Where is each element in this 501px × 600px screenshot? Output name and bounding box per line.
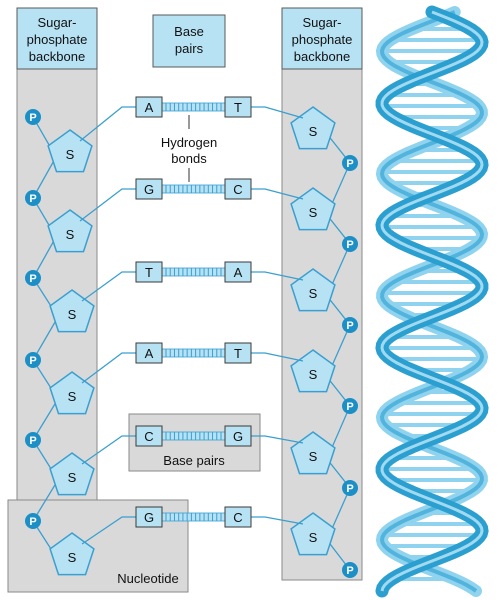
- base-letter-left: T: [145, 265, 153, 280]
- left-backbone-label-line-1: Sugar-: [37, 15, 76, 30]
- right-sugar-base-connector: [251, 106, 304, 119]
- phosphate-circle-left: [25, 432, 41, 448]
- base-letter-left: C: [144, 429, 153, 444]
- hydrogen-bond-bar: [161, 512, 226, 522]
- phosphate-circle-right: [342, 562, 358, 578]
- base-box-right: [224, 506, 252, 528]
- base-box-right: [224, 178, 252, 200]
- phosphate-circle-left: [25, 109, 41, 125]
- left-sugar-base-connector: [81, 352, 136, 384]
- base-box-right: [224, 96, 252, 118]
- phosphate-circle-right: [342, 398, 358, 414]
- base-pairs-layer: A T G C T A A T C G G C: [79, 96, 304, 545]
- base-box-left: [135, 506, 163, 528]
- base-box-right: [224, 425, 252, 447]
- right-sugar-base-connector: [251, 516, 304, 525]
- phosphate-label-right: P: [346, 401, 353, 413]
- base-letter-left: G: [144, 182, 154, 197]
- sugar-label-left: S: [66, 227, 75, 242]
- base-letter-right: T: [234, 100, 242, 115]
- phosphate-label-left: P: [29, 112, 36, 124]
- hydrogen-bonds-label-line-1: Hydrogen: [161, 135, 217, 150]
- right-sugar-base-connector: [251, 188, 304, 200]
- hydrogen-bonds-label-line-2: bonds: [171, 151, 207, 166]
- phosphate-circle-left: [25, 270, 41, 286]
- helix-strand-back-core: [379, 10, 485, 593]
- nucleotide-label: Nucleotide: [117, 571, 178, 586]
- sugar-label-left: S: [68, 389, 77, 404]
- left-sugar-base-connector: [81, 516, 136, 545]
- base-letter-left: G: [144, 510, 154, 525]
- base-box-right: [224, 342, 252, 364]
- phosphate-label-right: P: [346, 158, 353, 170]
- phosphate-label-left: P: [29, 193, 36, 205]
- right-sugar-base-connector: [251, 352, 304, 362]
- phosphate-label-right: P: [346, 565, 353, 577]
- sugar-label-left: S: [68, 307, 77, 322]
- phosphate-label-left: P: [29, 355, 36, 367]
- right-backbone-label-box: [281, 7, 363, 70]
- base-pairs-label-line-2: pairs: [175, 41, 204, 56]
- phosphate-circle-left: [25, 190, 41, 206]
- base-letter-right: C: [233, 182, 242, 197]
- base-box-left: [135, 261, 163, 283]
- phosphate-label-right: P: [346, 483, 353, 495]
- sugar-label-right: S: [309, 530, 318, 545]
- phosphate-label-left: P: [29, 516, 36, 528]
- sugar-label-left: S: [66, 147, 75, 162]
- phosphate-circle-right: [342, 236, 358, 252]
- phosphate-circle-right: [342, 480, 358, 496]
- base-box-left: [135, 178, 163, 200]
- right-backbone-label-line-3: backbone: [294, 49, 350, 64]
- sugar-label-right: S: [309, 449, 318, 464]
- phosphate-label-left: P: [29, 435, 36, 447]
- sugar-label-right: S: [309, 124, 318, 139]
- sugar-label-left: S: [68, 470, 77, 485]
- right-backbone-label-line-2: phosphate: [292, 32, 353, 47]
- hydrogen-bond-bar: [161, 348, 226, 358]
- base-letter-right: A: [234, 265, 243, 280]
- hydrogen-bond-bar: [161, 184, 226, 194]
- phosphate-label-right: P: [346, 320, 353, 332]
- hydrogen-bond-bar: [161, 431, 226, 441]
- hydrogen-bond-bar: [161, 267, 226, 277]
- base-box-left: [135, 342, 163, 364]
- phosphate-circle-left: [25, 513, 41, 529]
- phosphate-circle-left: [25, 352, 41, 368]
- base-letter-right: C: [233, 510, 242, 525]
- right-sugar-base-connector: [251, 435, 304, 444]
- left-sugar-base-connector: [81, 435, 136, 465]
- hydrogen-bond-bar: [161, 102, 226, 112]
- base-letter-right: G: [233, 429, 243, 444]
- phosphate-label-left: P: [29, 273, 36, 285]
- base-box-left: [135, 96, 163, 118]
- sugar-label-left: S: [68, 550, 77, 565]
- helix-strand-front-highlight: [380, 10, 484, 592]
- sugar-label-right: S: [309, 367, 318, 382]
- sugar-label-right: S: [309, 205, 318, 220]
- right-sugar-base-connector: [251, 271, 304, 281]
- right-backbone-label-line-1: Sugar-: [302, 15, 341, 30]
- left-sugar-base-connector: [79, 188, 136, 222]
- left-backbone-label-line-2: phosphate: [27, 32, 88, 47]
- base-box-left: [135, 425, 163, 447]
- base-letter-right: T: [234, 346, 242, 361]
- sugar-label-right: S: [309, 286, 318, 301]
- left-backbone-label-line-3: backbone: [29, 49, 85, 64]
- base-pairs-box-label: Base pairs: [163, 453, 225, 468]
- base-letter-left: A: [145, 100, 154, 115]
- left-sugar-base-connector: [81, 271, 136, 302]
- base-letter-left: A: [145, 346, 154, 361]
- double-helix-illustration: [375, 5, 489, 598]
- left-sugar-base-connector: [79, 106, 136, 142]
- phosphate-label-right: P: [346, 239, 353, 251]
- base-box-right: [224, 261, 252, 283]
- phosphate-circle-right: [342, 155, 358, 171]
- left-backbone-label-box: [16, 7, 98, 70]
- base-pairs-label-line-1: Base: [174, 24, 204, 39]
- base-pairs-label-box: [152, 14, 226, 68]
- phosphate-circle-right: [342, 317, 358, 333]
